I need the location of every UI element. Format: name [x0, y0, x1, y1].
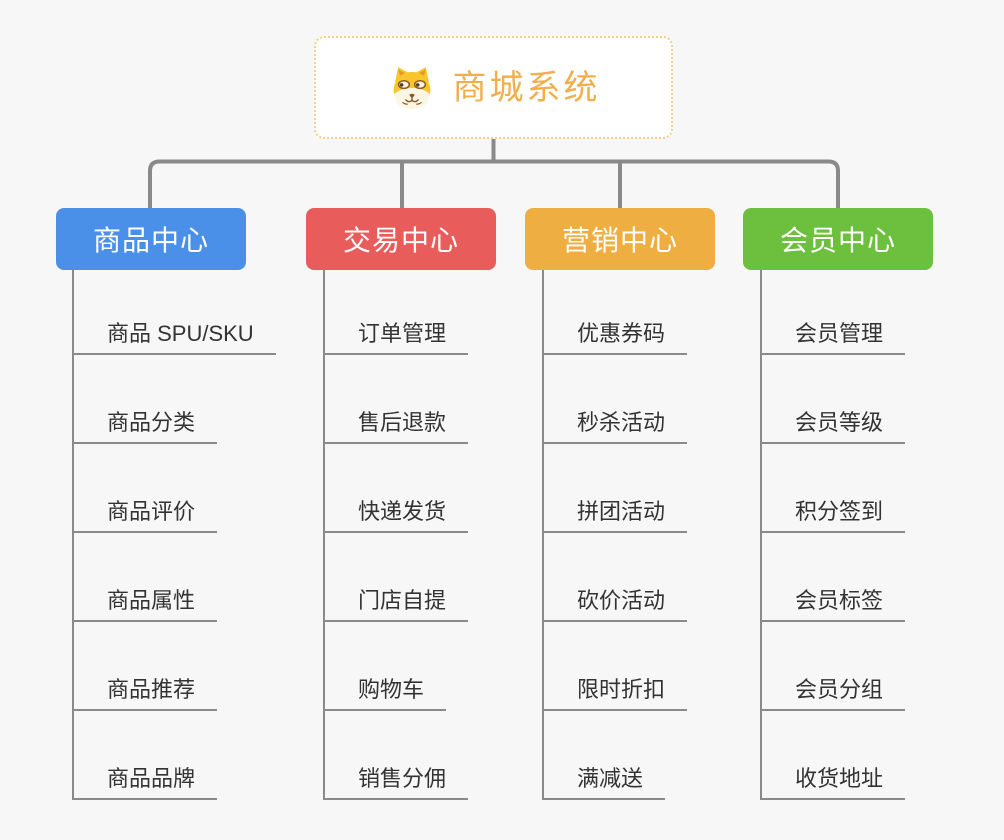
leaf-node[interactable]: 购物车 [325, 622, 447, 711]
leaf-node[interactable]: 快递发货 [325, 444, 469, 533]
branch-label: 交易中心 [342, 225, 459, 256]
leaf-node[interactable]: 商品属性 [74, 533, 218, 622]
branch-label: 会员中心 [779, 225, 896, 256]
leaf-node[interactable]: 优惠券码 [544, 270, 688, 355]
leaf-node[interactable]: 满减送 [544, 711, 666, 800]
root-node[interactable]: 商城系统 [314, 36, 673, 139]
leaf-node[interactable]: 拼团活动 [544, 444, 688, 533]
leaf-column-product-center: 商品 SPU/SKU 商品分类 商品评价 商品属性 商品推荐 商品品牌 [72, 270, 276, 800]
branch-label: 营销中心 [561, 225, 678, 256]
branch-node-trade-center[interactable]: 交易中心 [306, 208, 496, 270]
branch-node-member-center[interactable]: 会员中心 [743, 208, 933, 270]
leaf-column-trade-center: 订单管理 售后退款 快递发货 门店自提 购物车 销售分佣 [323, 270, 469, 800]
leaf-node[interactable]: 收货地址 [762, 711, 906, 800]
leaf-node[interactable]: 销售分佣 [325, 711, 469, 800]
leaf-node[interactable]: 会员标签 [762, 533, 906, 622]
leaf-node[interactable]: 积分签到 [762, 444, 906, 533]
leaf-node[interactable]: 门店自提 [325, 533, 469, 622]
branch-label: 商品中心 [92, 225, 209, 256]
leaf-node[interactable]: 商品评价 [74, 444, 218, 533]
branch-node-marketing-center[interactable]: 营销中心 [525, 208, 715, 270]
leaf-node[interactable]: 会员分组 [762, 622, 906, 711]
leaf-node[interactable]: 商品分类 [74, 355, 218, 444]
leaf-column-marketing-center: 优惠券码 秒杀活动 拼团活动 砍价活动 限时折扣 满减送 [542, 270, 688, 800]
leaf-node[interactable]: 会员管理 [762, 270, 906, 355]
root-title: 商城系统 [452, 68, 601, 107]
leaf-node[interactable]: 商品 SPU/SKU [74, 270, 276, 355]
leaf-node[interactable]: 订单管理 [325, 270, 469, 355]
leaf-node[interactable]: 砍价活动 [544, 533, 688, 622]
dog-face-icon [393, 66, 430, 109]
leaf-node[interactable]: 秒杀活动 [544, 355, 688, 444]
leaf-column-member-center: 会员管理 会员等级 积分签到 会员标签 会员分组 收货地址 [760, 270, 906, 800]
branch-node-product-center[interactable]: 商品中心 [56, 208, 246, 270]
leaf-node[interactable]: 商品推荐 [74, 622, 218, 711]
leaf-node[interactable]: 限时折扣 [544, 622, 688, 711]
leaf-node[interactable]: 售后退款 [325, 355, 469, 444]
leaf-node[interactable]: 会员等级 [762, 355, 906, 444]
leaf-node[interactable]: 商品品牌 [74, 711, 218, 800]
